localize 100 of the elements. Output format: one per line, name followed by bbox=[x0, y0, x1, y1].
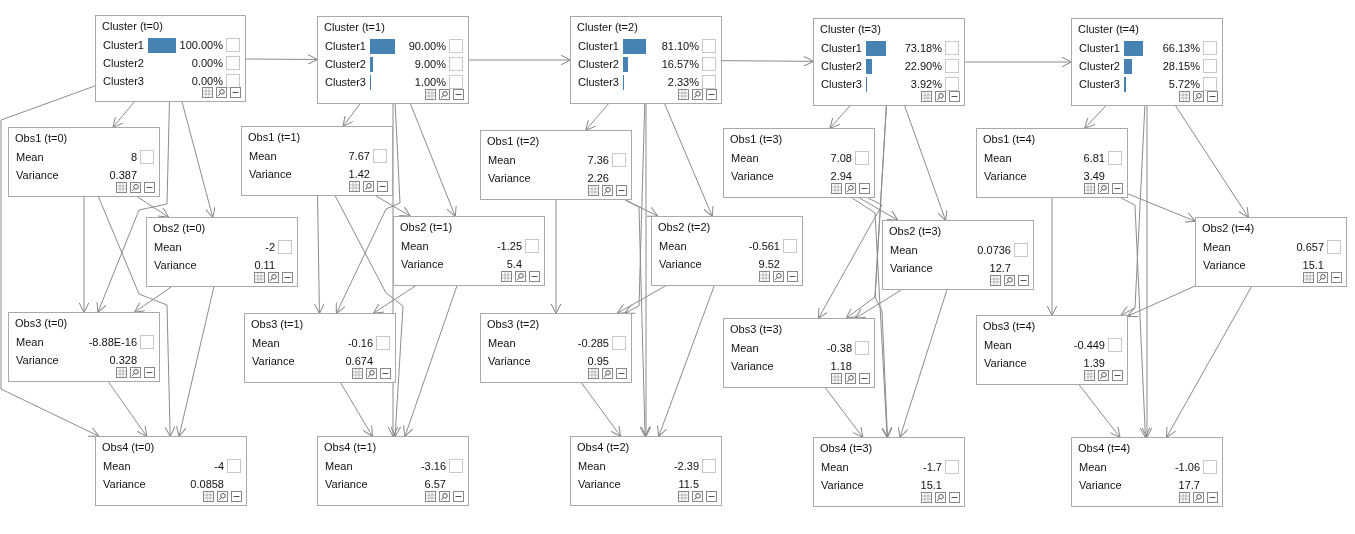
row-value: -1.7 bbox=[922, 461, 943, 473]
variable-node bbox=[8, 312, 160, 382]
row-label: Mean bbox=[890, 244, 919, 256]
row-value: 2.94 bbox=[829, 170, 853, 182]
row-value: 7.08 bbox=[829, 152, 853, 164]
row-label: Cluster3 bbox=[821, 78, 863, 90]
row-value: 6.81 bbox=[1082, 152, 1106, 164]
row-value: 16.57% bbox=[660, 58, 700, 70]
arrow bbox=[585, 103, 609, 131]
node-title: Obs3 (t=4) bbox=[983, 319, 1037, 333]
row-label: Mean bbox=[1203, 241, 1232, 253]
row-value: 90.00% bbox=[407, 40, 447, 52]
arrow bbox=[859, 197, 899, 221]
row-value: 2.26 bbox=[586, 172, 610, 184]
row-value: 1.00% bbox=[413, 76, 447, 88]
row-label: Mean bbox=[103, 460, 132, 472]
row-value: -0.38 bbox=[825, 342, 853, 354]
row-label: Mean bbox=[249, 150, 278, 162]
arrow bbox=[829, 105, 851, 129]
row-label: Mean bbox=[16, 336, 45, 348]
row-value: 3.49 bbox=[1082, 170, 1106, 182]
arrow bbox=[342, 103, 361, 127]
row-label: Cluster2 bbox=[821, 60, 863, 72]
row-value: 15.1 bbox=[919, 479, 943, 491]
row-label: Cluster2 bbox=[1079, 60, 1121, 72]
variable-node bbox=[723, 318, 875, 388]
variable-node bbox=[244, 313, 396, 383]
arrow bbox=[616, 285, 666, 314]
arrow bbox=[1127, 285, 1196, 318]
arrow bbox=[1046, 197, 1058, 316]
arrow bbox=[468, 54, 571, 66]
row-value: 0.328 bbox=[108, 354, 138, 366]
variable-node bbox=[570, 436, 722, 506]
row-value: -0.285 bbox=[576, 337, 610, 349]
arrow bbox=[0, 85, 100, 437]
arrow bbox=[581, 382, 622, 437]
row-label: Cluster3 bbox=[103, 75, 145, 87]
arrow bbox=[640, 103, 652, 437]
arrow bbox=[657, 285, 715, 437]
row-label: Variance bbox=[1203, 259, 1247, 271]
arrow bbox=[340, 382, 373, 437]
row-value: 5.4 bbox=[505, 258, 523, 270]
variable-node bbox=[393, 216, 545, 286]
node-title: Cluster (t=2) bbox=[577, 20, 639, 34]
variable-node bbox=[813, 437, 965, 507]
row-label: Variance bbox=[1079, 479, 1123, 491]
node-title: Obs4 (t=3) bbox=[820, 441, 874, 455]
arrow bbox=[96, 101, 170, 313]
row-label: Cluster1 bbox=[325, 40, 367, 52]
row-value: 9.52 bbox=[757, 258, 781, 270]
row-label: Mean bbox=[731, 342, 760, 354]
row-label: Mean bbox=[1079, 461, 1108, 473]
arrow bbox=[1175, 105, 1249, 218]
row-label: Mean bbox=[16, 151, 45, 163]
row-value: -3.16 bbox=[419, 460, 447, 472]
row-label: Variance bbox=[821, 479, 865, 491]
state-node bbox=[1071, 18, 1223, 106]
row-label: Variance bbox=[16, 354, 60, 366]
arrow bbox=[1084, 105, 1107, 129]
variable-node bbox=[146, 217, 298, 287]
row-label: Mean bbox=[488, 337, 517, 349]
row-label: Cluster3 bbox=[325, 76, 367, 88]
node-title: Obs2 (t=2) bbox=[658, 220, 712, 234]
row-label: Mean bbox=[984, 152, 1013, 164]
row-label: Cluster1 bbox=[1079, 42, 1121, 54]
arrow bbox=[78, 196, 90, 313]
row-label: Mean bbox=[578, 460, 607, 472]
arrow bbox=[874, 105, 893, 438]
row-value: 0.00% bbox=[190, 75, 224, 87]
arrow bbox=[625, 199, 659, 217]
arrow bbox=[402, 285, 458, 437]
row-value: 28.15% bbox=[1161, 60, 1201, 72]
row-label: Variance bbox=[325, 478, 369, 490]
row-value: -1.25 bbox=[495, 240, 523, 252]
variable-node bbox=[976, 315, 1128, 385]
node-title: Obs3 (t=1) bbox=[251, 317, 305, 331]
row-value: 2.33% bbox=[666, 76, 700, 88]
arrow bbox=[372, 285, 416, 314]
row-value: -2.39 bbox=[672, 460, 700, 472]
arrow bbox=[854, 289, 902, 319]
row-label: Variance bbox=[984, 357, 1028, 369]
row-label: Mean bbox=[325, 460, 354, 472]
arrow bbox=[1120, 197, 1151, 438]
arrow bbox=[904, 105, 948, 221]
arrow bbox=[1120, 105, 1146, 316]
row-value: 6.57 bbox=[423, 478, 447, 490]
row-label: Cluster1 bbox=[578, 40, 620, 52]
node-title: Cluster (t=1) bbox=[324, 20, 386, 34]
node-title: Obs2 (t=3) bbox=[889, 224, 943, 238]
arrow bbox=[817, 197, 883, 319]
node-title: Obs1 (t=1) bbox=[248, 130, 302, 144]
row-label: Variance bbox=[984, 170, 1028, 182]
arrow bbox=[1078, 384, 1121, 438]
arrow bbox=[1141, 105, 1153, 438]
arrow bbox=[851, 197, 893, 438]
node-title: Obs3 (t=3) bbox=[730, 322, 784, 336]
arrow bbox=[964, 56, 1072, 68]
row-value: 15.1 bbox=[1301, 259, 1325, 271]
row-value: 100.00% bbox=[178, 39, 224, 51]
node-title: Cluster (t=0) bbox=[102, 19, 164, 33]
